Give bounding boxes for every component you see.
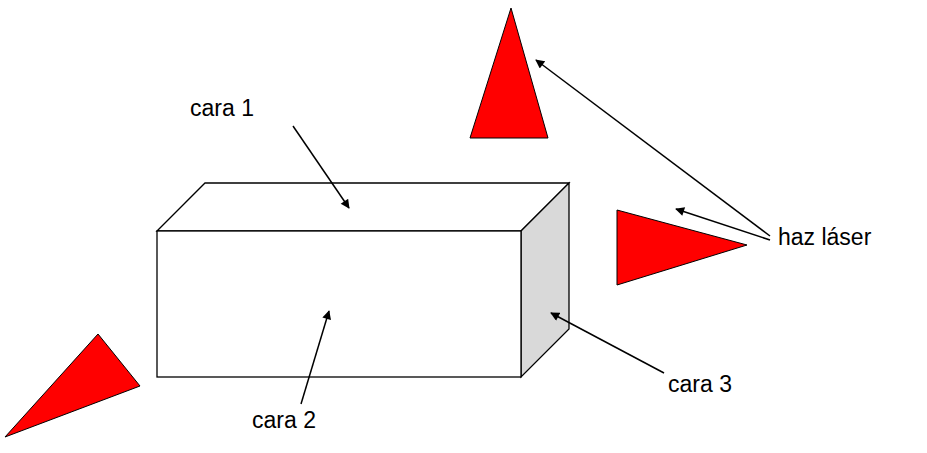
- front-face: [157, 231, 521, 377]
- beam-label: haz láser: [778, 224, 871, 250]
- laser-beam: [5, 334, 140, 437]
- face-label: cara 1: [190, 95, 254, 121]
- face-label: cara 2: [252, 407, 316, 433]
- face-label: cara 3: [668, 371, 732, 397]
- leader-arrow: [551, 313, 664, 373]
- leader-arrow: [301, 311, 329, 404]
- laser-beam: [617, 210, 747, 285]
- top-face: [157, 183, 569, 231]
- side-face: [521, 183, 569, 377]
- leader-arrow: [676, 209, 770, 240]
- leader-arrow: [293, 126, 349, 208]
- leader-arrow: [536, 60, 770, 236]
- laser-beam: [470, 8, 548, 138]
